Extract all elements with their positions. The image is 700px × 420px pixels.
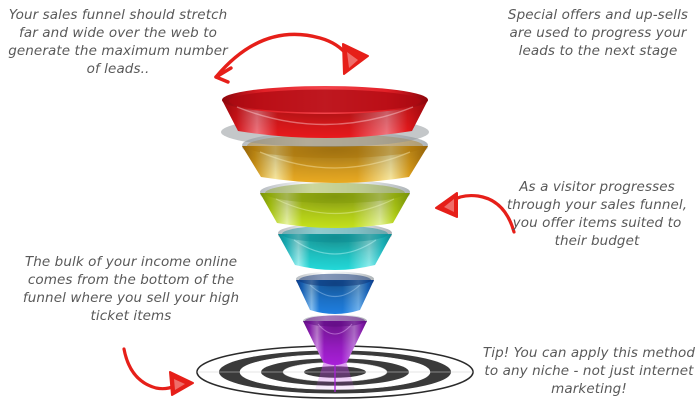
note-mid-right: As a visitor progresses through your sal… bbox=[506, 179, 688, 249]
note-top-right: Special offers and up-sells are used to … bbox=[507, 7, 689, 59]
funnel-layer-cyan[interactable] bbox=[278, 223, 392, 270]
funnel-layer-blue[interactable] bbox=[296, 271, 374, 315]
arrow-top bbox=[214, 32, 369, 84]
arrow-mid-right bbox=[435, 192, 516, 234]
arrow-bottom-left bbox=[122, 347, 194, 396]
note-bottom-right: Tip! You can apply this method to any ni… bbox=[482, 345, 696, 397]
note-mid-left: The bulk of your income online comes fro… bbox=[22, 254, 240, 324]
note-top-left: Your sales funnel should stretch far and… bbox=[8, 7, 228, 77]
funnel-layer-purple[interactable] bbox=[303, 314, 367, 366]
funnel-layer-green[interactable] bbox=[260, 180, 410, 228]
funnel-layer-red[interactable] bbox=[221, 86, 429, 147]
